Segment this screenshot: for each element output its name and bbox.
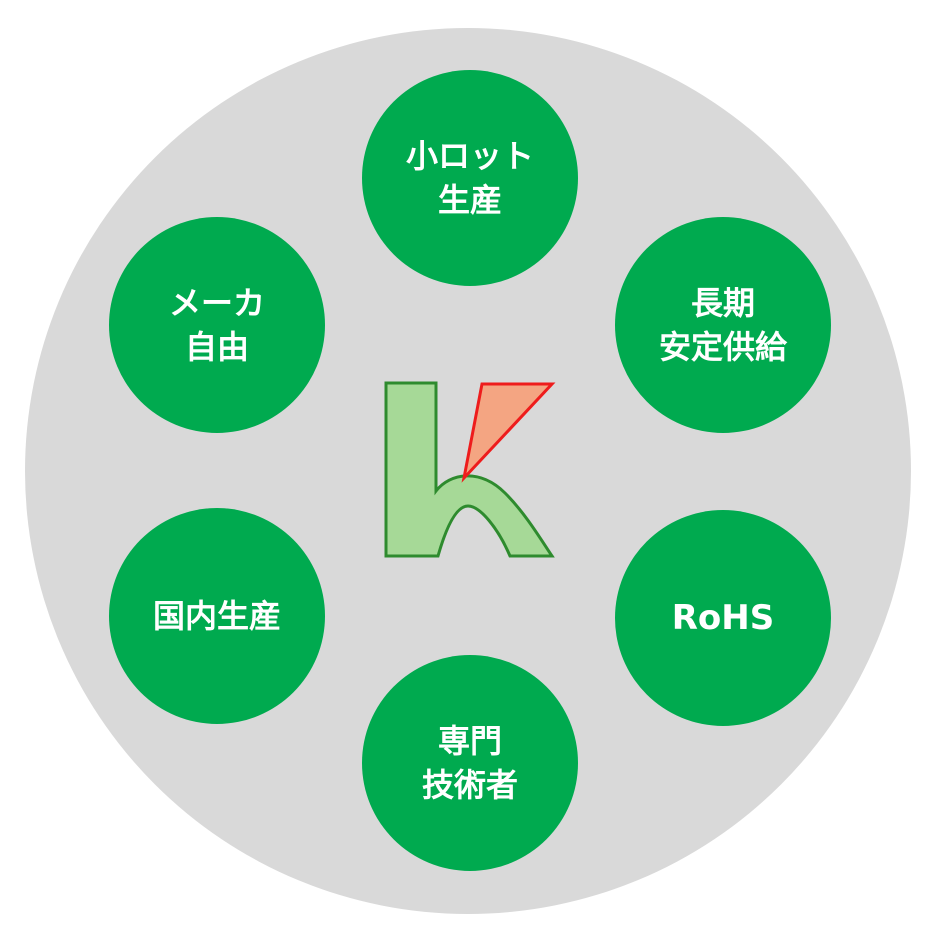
feature-label-line1: 長期: [690, 284, 755, 322]
feature-long-term-supply: 長期 安定供給: [615, 217, 831, 433]
feature-small-lot-production: 小ロット 生産: [362, 70, 578, 286]
feature-rohs: RoHS: [615, 510, 831, 726]
feature-expert-engineers: 専門 技術者: [362, 655, 578, 871]
feature-label-line1: 専門: [437, 722, 502, 760]
k-logo-icon: [384, 381, 556, 558]
feature-domestic-production: 国内生産: [109, 508, 325, 724]
feature-label-line1: メーカ: [168, 284, 265, 322]
feature-label-line2: 自由: [184, 328, 249, 366]
logo-accent: [461, 382, 556, 483]
feature-label-line2: 生産: [437, 181, 502, 219]
logo-body: [384, 381, 555, 558]
feature-label-line1: 小ロット: [405, 137, 534, 175]
feature-label-line1: RoHS: [671, 598, 775, 638]
feature-label-line1: 国内生産: [152, 597, 281, 635]
feature-label-line2: 技術者: [421, 766, 518, 804]
feature-label-line2: 安定供給: [658, 328, 787, 366]
feature-maker-free: メーカ 自由: [109, 217, 325, 433]
